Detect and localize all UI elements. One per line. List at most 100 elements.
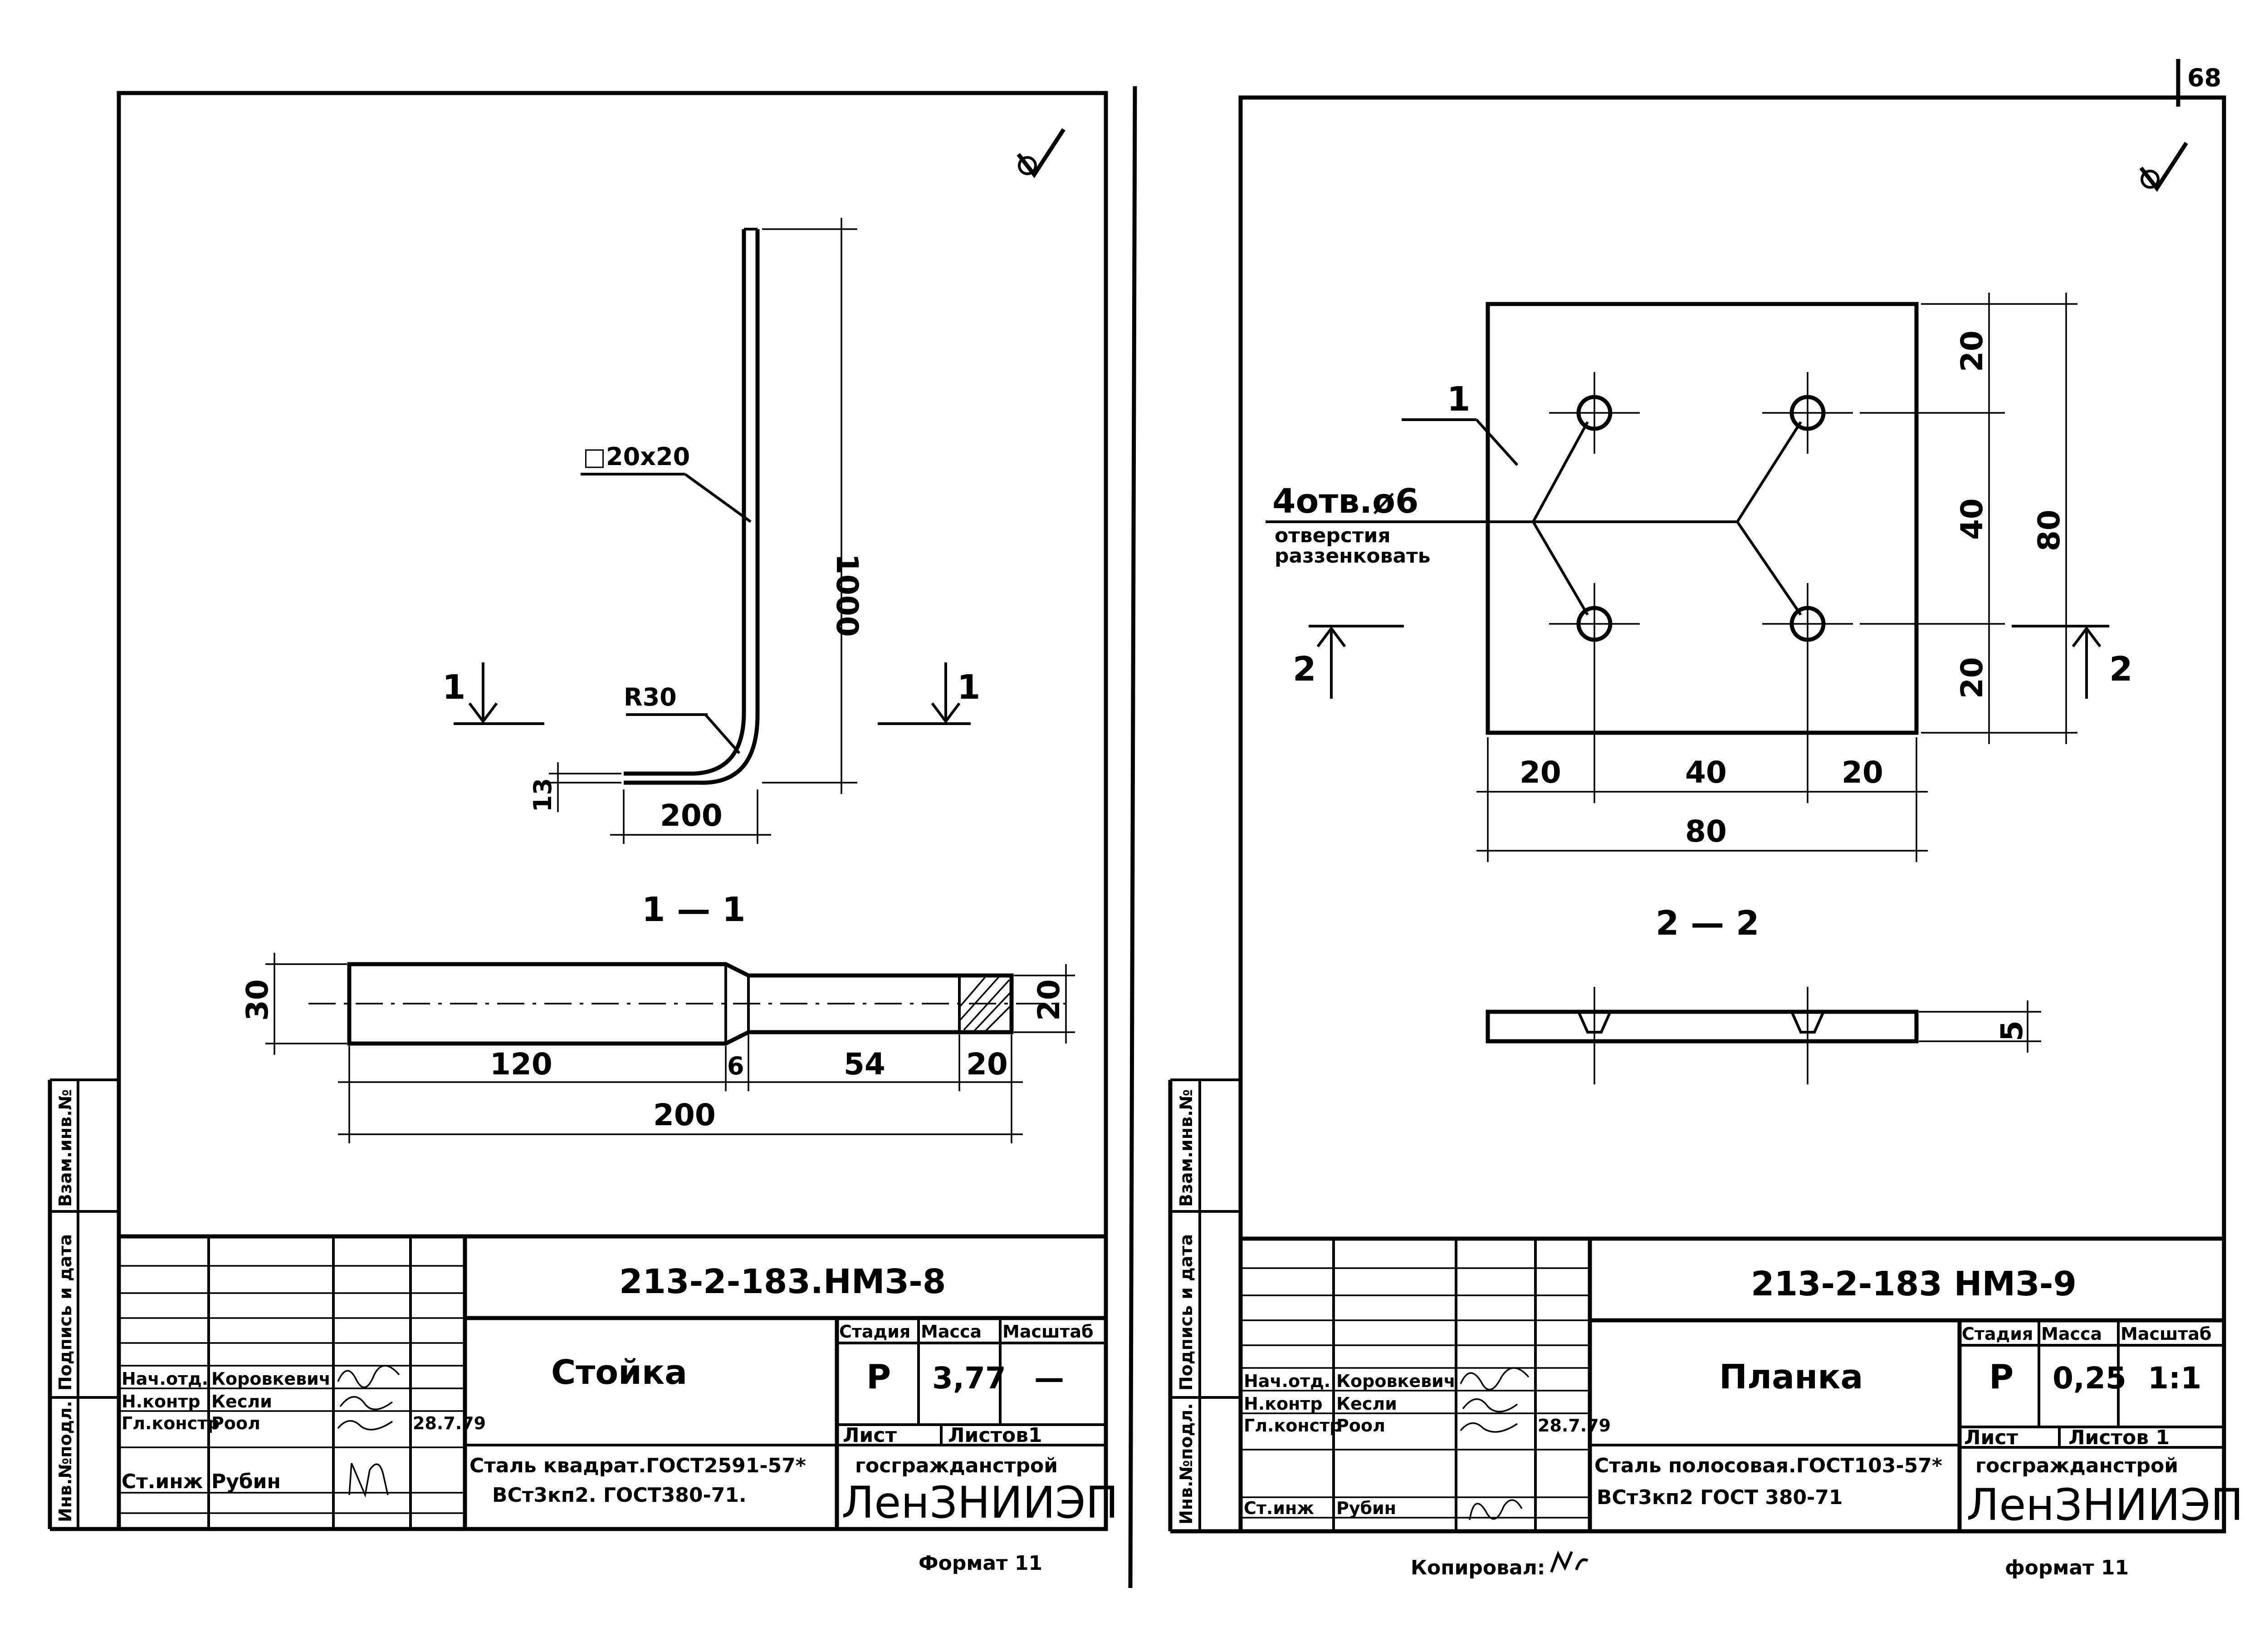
side-label-replace: Взам.инв.№ — [55, 1089, 75, 1207]
staff-role-1: Нач.отд. — [122, 1369, 208, 1389]
total-horiz-dim: 80 — [1685, 814, 1727, 849]
title-block: Нач.отд. Коровкевич Н.контр Кесли Гл.кон… — [1241, 1236, 2244, 1531]
section-mark-left: 1 — [442, 668, 466, 707]
material-line-1: Сталь полосовая.ГОСТ103-57* — [1594, 1454, 1942, 1477]
holes-label-3: раззенковать — [1275, 544, 1431, 568]
sign-date: 28.7.79 — [413, 1413, 486, 1433]
section-view-label: 2 — 2 — [1656, 904, 1760, 943]
seg2-dim: 6 — [727, 1052, 744, 1080]
total-length-dim: 200 — [653, 1098, 716, 1132]
staff-name-3: Роол — [1336, 1416, 1385, 1436]
edge-left-dim: 20 — [1520, 755, 1561, 790]
org-line-2: ЛенЗНИИЭП — [1966, 1480, 2244, 1530]
side-strip: Инв.№подл. Подпись и дата Взам.инв.№ — [48, 1078, 119, 1531]
side-label-inv: Инв.№подл. — [55, 1401, 75, 1522]
part-name: Планка — [1719, 1358, 1863, 1397]
org-line-2: ЛенЗНИИЭП — [841, 1477, 1119, 1528]
radius-label: R30 — [624, 683, 677, 711]
part-leader-number: 1 — [1447, 380, 1471, 419]
tip-height-dim: 20 — [1031, 979, 1066, 1021]
staff-role-4: Ст.инж — [1244, 1498, 1314, 1518]
scale-header: Масштаб — [2121, 1324, 2212, 1344]
side-label-inv: Инв.№подл. — [1176, 1403, 1196, 1524]
seg1-dim: 120 — [490, 1047, 552, 1082]
height-dim: 1000 — [830, 554, 865, 637]
holes-label-2: отверстия — [1275, 524, 1391, 547]
staff-name-1: Коровкевич — [211, 1369, 331, 1389]
sheets-count-label: Листов 1 — [2068, 1426, 2170, 1449]
org-line-1: госгражданстрой — [1975, 1454, 2178, 1477]
stage-value: Р — [866, 1358, 891, 1397]
format-label: формат 11 — [2005, 1556, 2129, 1579]
material-line-1: Сталь квадрат.ГОСТ2591-57* — [469, 1454, 806, 1477]
bent-rod-view: 1000 □20х20 R30 200 13 1 — [442, 218, 981, 844]
total-vert-dim: 80 — [2032, 510, 2067, 551]
sign-date: 28.7.79 — [1538, 1416, 1611, 1436]
mass-value: 0,25 — [2053, 1361, 2126, 1396]
scale-value: 1:1 — [2148, 1361, 2201, 1396]
mid-horiz-dim: 40 — [1685, 755, 1727, 790]
mass-header: Масса — [921, 1322, 982, 1342]
sheet-label: Лист — [843, 1424, 897, 1447]
part-name: Стойка — [551, 1353, 687, 1392]
staff-role-4: Ст.инж — [122, 1470, 203, 1493]
sheet-border — [1238, 95, 2226, 1534]
stage-header: Стадия — [1962, 1324, 2033, 1344]
scale-value: — — [1034, 1361, 1064, 1396]
mid-vert-dim: 40 — [1955, 498, 1989, 540]
profile-label: □20х20 — [583, 442, 690, 471]
bar-plan-view: 30 20 120 6 54 20 200 — [240, 953, 1075, 1143]
staff-name-4: Рубин — [1336, 1498, 1396, 1518]
plate-section-view: 5 — [1486, 987, 2041, 1084]
hole — [1549, 583, 1640, 665]
org-line-1: госгражданстрой — [855, 1454, 1058, 1477]
section-view-label: 1 — 1 — [642, 890, 746, 929]
title-block: Нач.отд. Коровкевич Н.контр Кесли Гл.кон… — [119, 1234, 1119, 1529]
hole — [1549, 372, 1640, 454]
material-line-2: ВСт3кп2. ГОСТ380-71. — [492, 1484, 747, 1507]
staff-name-3: Роол — [211, 1413, 260, 1433]
side-label-replace: Взам.инв.№ — [1176, 1089, 1196, 1207]
side-strip: Инв.№подл. Подпись и дата Взам.инв.№ — [1168, 1078, 1241, 1534]
mass-header: Масса — [2041, 1324, 2102, 1344]
edge-right-dim: 20 — [1842, 755, 1883, 790]
staff-role-1: Нач.отд. — [1244, 1371, 1330, 1391]
seg3-dim: 54 — [844, 1047, 885, 1082]
foot-dim: 200 — [660, 798, 723, 833]
staff-name-1: Коровкевич — [1336, 1371, 1456, 1391]
holes-label-1: 4отв.ø6 — [1272, 482, 1419, 521]
stage-value: Р — [1989, 1358, 2014, 1397]
scale-header: Масштаб — [1002, 1322, 1094, 1342]
staff-role-3: Гл.констр — [1244, 1416, 1342, 1436]
seg4-dim: 20 — [966, 1047, 1008, 1082]
roughness-mark — [2139, 142, 2188, 192]
sheet-border — [117, 91, 1108, 1531]
sheet-separator — [1128, 86, 1137, 1588]
page-number: 68 — [2187, 64, 2221, 92]
sheets-count-label: Листов1 — [948, 1424, 1042, 1447]
side-label-sign: Подпись и дата — [55, 1234, 75, 1391]
section-mark-right: 2 — [2109, 650, 2133, 689]
staff-role-2: Н.контр — [1244, 1394, 1323, 1414]
mass-value: 3,77 — [932, 1361, 1006, 1396]
staff-name-4: Рубин — [211, 1470, 281, 1493]
section-mark-right: 1 — [957, 668, 981, 707]
section-mark-left: 2 — [1293, 650, 1316, 689]
edge-top-dim: 20 — [1955, 330, 1989, 372]
hole — [1762, 583, 1853, 665]
drawing-number: 213-2-183 НМЗ-9 — [1751, 1265, 2077, 1304]
signatures — [337, 1365, 400, 1498]
drawing-number: 213-2-183.НМЗ-8 — [619, 1262, 946, 1301]
roughness-mark — [1017, 128, 1066, 178]
material-line-2: ВСт3кп2 ГОСТ 380-71 — [1597, 1486, 1843, 1509]
staff-role-2: Н.контр — [122, 1392, 200, 1412]
thickness-dim: 13 — [528, 778, 557, 812]
copied-by: Копировал: — [1411, 1556, 1545, 1579]
sheet-left: 1000 □20х20 R30 200 13 1 — [48, 91, 1119, 1575]
staff-name-2: Кесли — [1336, 1394, 1397, 1414]
plate-plan-view: 4отв.ø6 отверстия раззенковать 1 20 40 2… — [1266, 293, 2133, 862]
bar-height-dim: 30 — [240, 979, 275, 1021]
sheet-right: 4отв.ø6 отверстия раззенковать 1 20 40 2… — [1168, 95, 2244, 1579]
hole — [1762, 372, 1853, 454]
